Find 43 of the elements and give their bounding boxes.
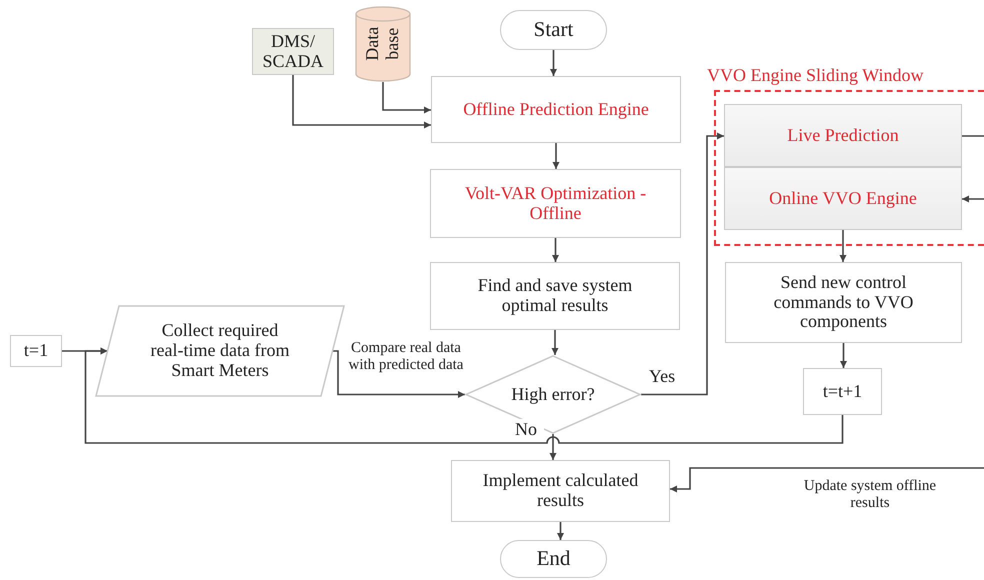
process-box [803, 368, 882, 415]
connector-arrow [292, 75, 431, 128]
connector-arrow [552, 143, 560, 169]
connector-arrow [382, 82, 431, 114]
connector-arrow [84, 348, 844, 444]
connector-arrow [840, 230, 846, 262]
node-text: Online VVO Engine [769, 188, 917, 208]
node-text: Volt-VAR Optimization - Offline [464, 184, 648, 224]
connector-arrow [550, 434, 556, 460]
connector-arrow [641, 132, 724, 396]
process-box [431, 76, 681, 143]
node-text: Data base [363, 26, 403, 63]
node-text: Offline Prediction Engine [463, 100, 649, 120]
node-text: Find and save system optimal results [476, 276, 634, 316]
node-text: High error? [511, 384, 595, 404]
connector-arrow [557, 522, 564, 540]
source-box [252, 28, 334, 75]
node-text: End [536, 547, 570, 571]
node-text: Collect required real-time data from Smart Meters [150, 321, 290, 381]
connector-arrow [552, 330, 558, 355]
node-text: Send new control commands to VVO components [772, 272, 914, 332]
terminal-pill [500, 540, 607, 578]
process-box [725, 262, 962, 343]
process-box [430, 262, 680, 330]
connector-arrow [332, 350, 465, 398]
connector-arrow [550, 50, 557, 76]
connector-arrow [962, 196, 984, 202]
node-text: t=t+1 [822, 382, 862, 402]
node-text: Live Prediction [787, 126, 899, 146]
group-title: VVO Engine Sliding Window [707, 66, 924, 86]
terminal-pill [500, 10, 607, 50]
node-text: Start [534, 18, 574, 42]
process-box [451, 460, 670, 522]
process-box [724, 167, 962, 230]
connector-arrow [670, 467, 984, 492]
process-box [10, 335, 62, 367]
process-box [724, 104, 962, 167]
connector-arrow [840, 343, 847, 368]
node-text: DMS/ SCADA [261, 32, 324, 72]
node-text: Implement calculated results [482, 471, 640, 511]
process-box [430, 169, 681, 238]
connector-arrow [552, 238, 559, 262]
node-text: t=1 [24, 341, 48, 361]
